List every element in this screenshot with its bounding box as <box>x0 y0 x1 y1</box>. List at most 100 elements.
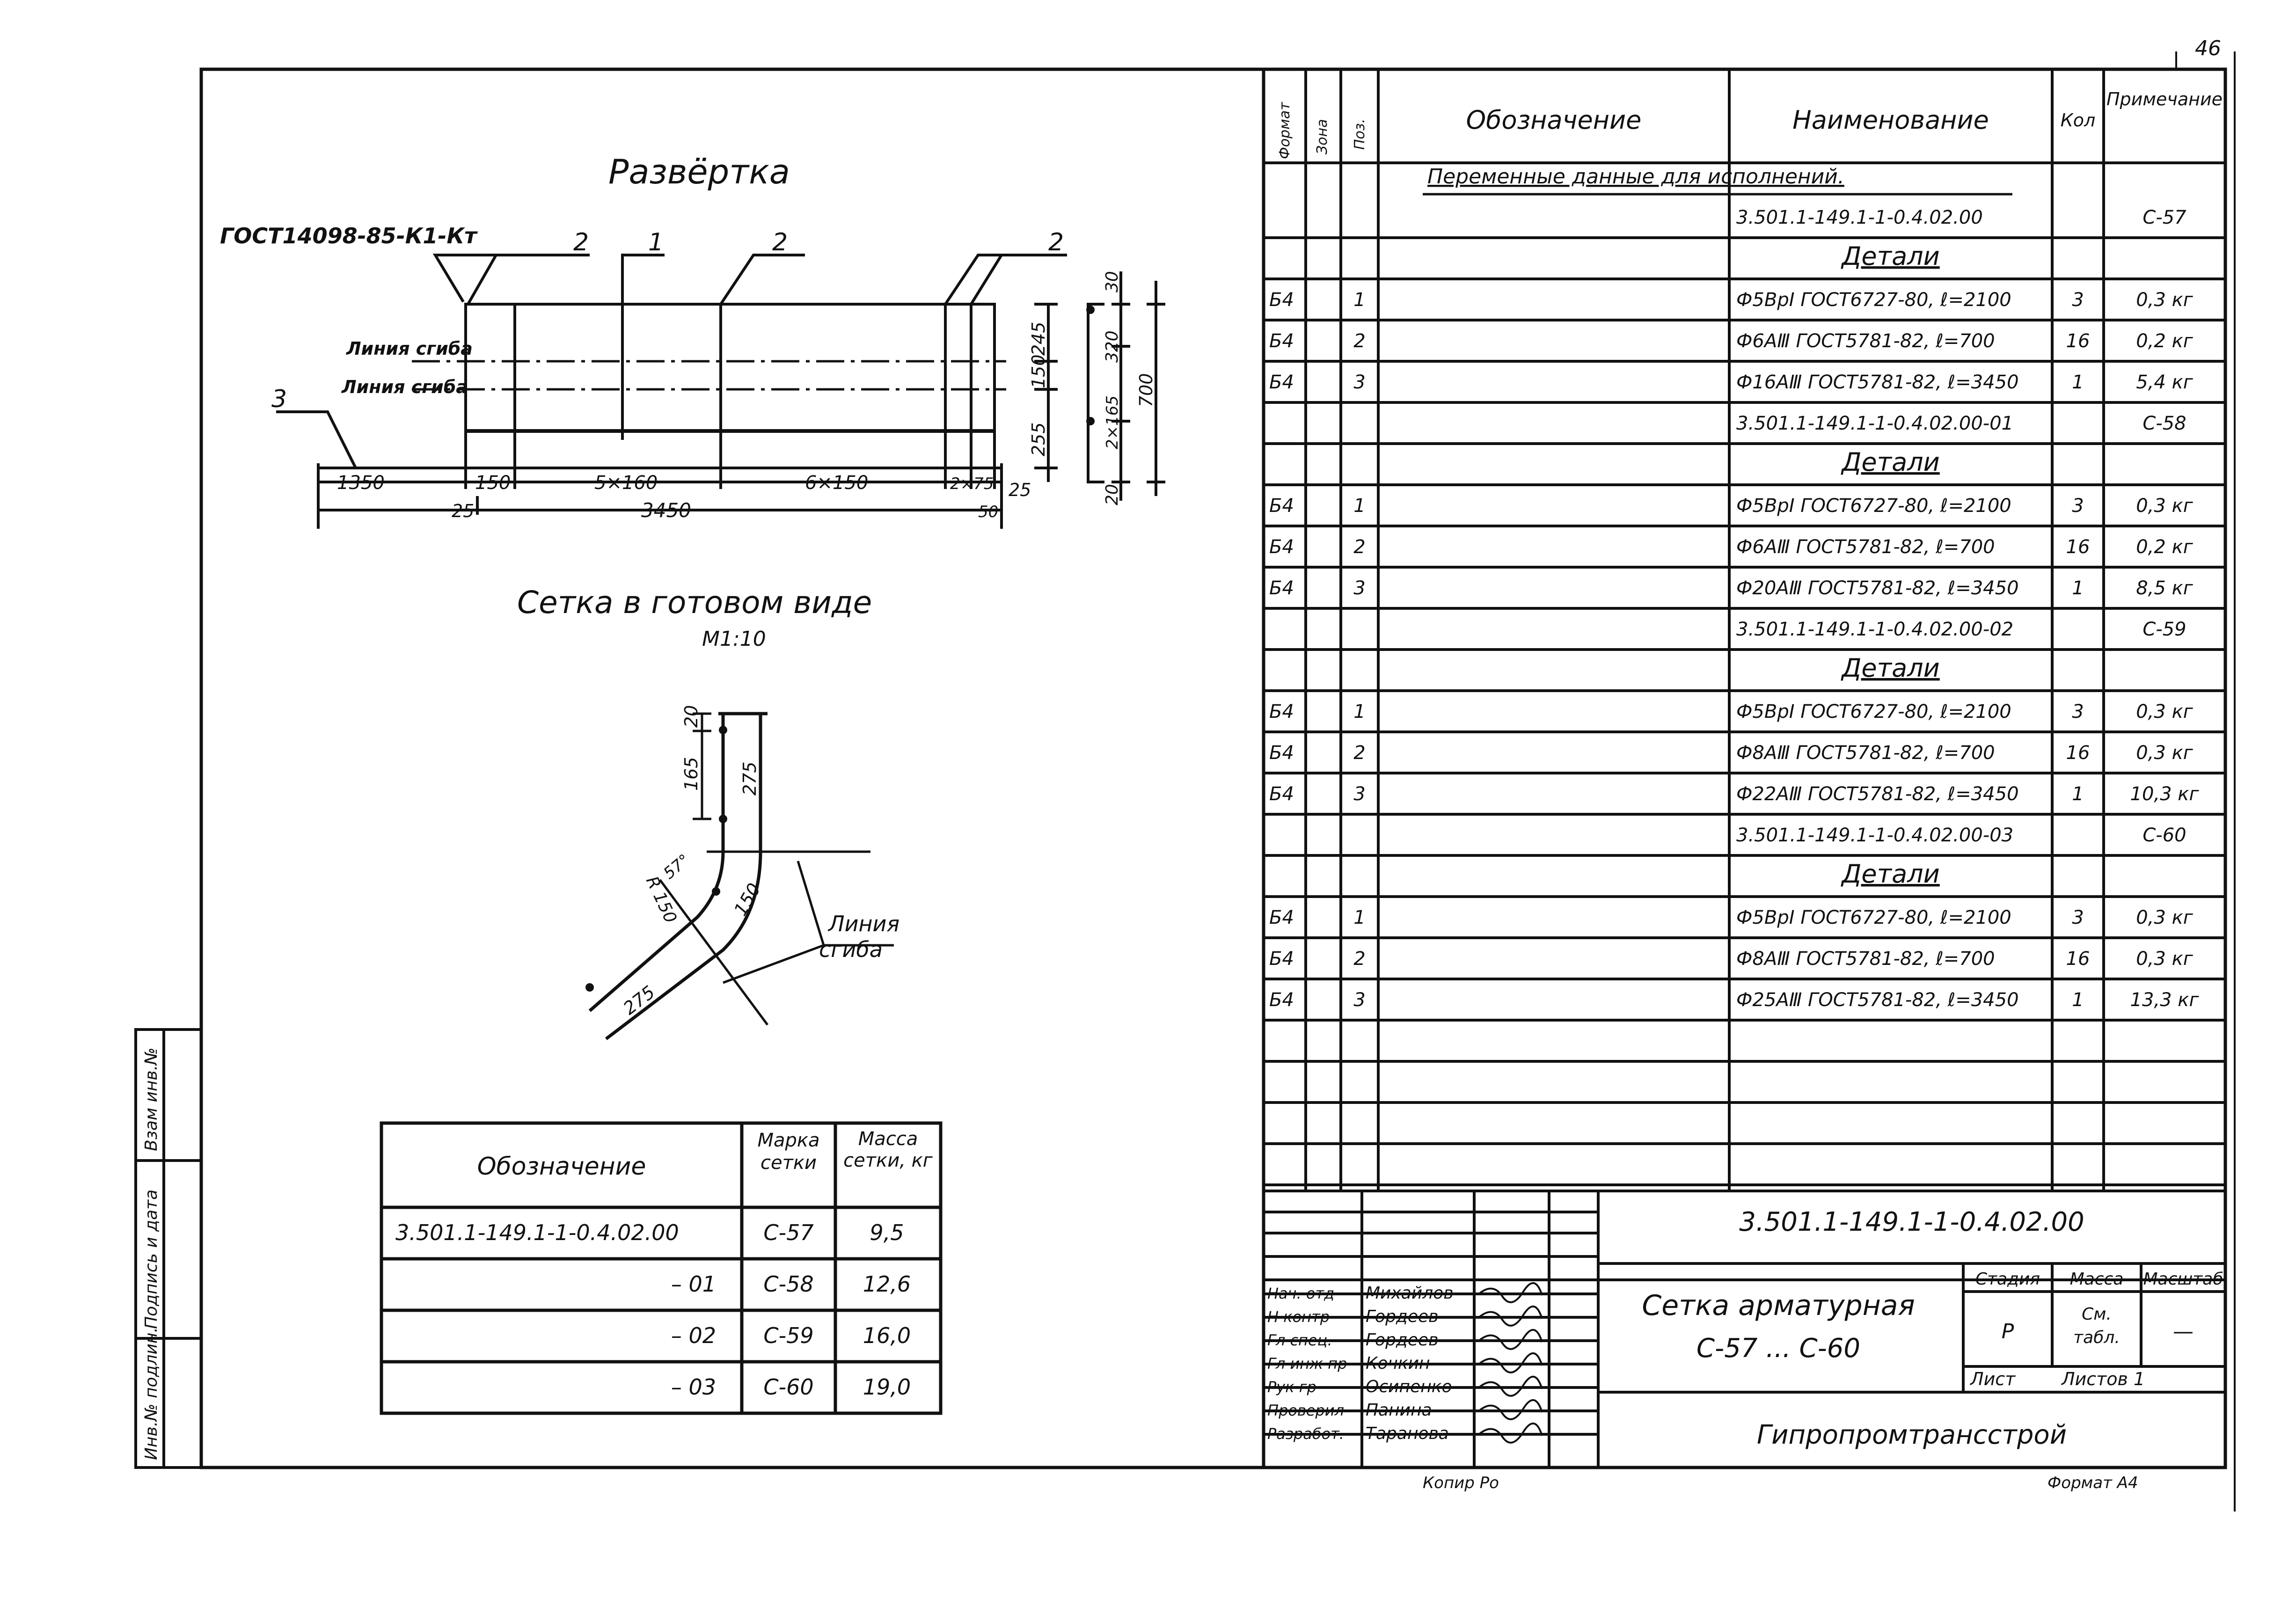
spec-row-pos: 1 <box>1353 289 1365 311</box>
spec-row-pos: 2 <box>1353 536 1365 558</box>
mass-row-0-mark: С-57 <box>763 1220 813 1245</box>
spec-row-name: Ф8АⅢ ГОСТ5781-82, ℓ=700 <box>1736 948 1995 970</box>
spec-row-qty: 3 <box>2072 289 2084 311</box>
spec-row-note: 8,5 кг <box>2136 577 2193 599</box>
spec-row-format: Б4 <box>1269 330 1294 352</box>
spec-row-note: 0,2 кг <box>2136 536 2193 558</box>
section-bar-dot-1 <box>1086 306 1095 314</box>
spec-row-note: 0,3 кг <box>2136 948 2193 970</box>
mass-table-grid <box>380 1121 943 1415</box>
spec-row-name: 3.501.1-149.1-1-0.4.02.00-03 <box>1736 825 2013 846</box>
finished-bend-line-2: сгиба <box>819 937 883 962</box>
spec-row-heading: Детали <box>1841 653 1940 683</box>
finished-dim-275-top: 275 <box>739 761 760 796</box>
signature <box>1478 1329 1543 1350</box>
section-dim-20: 20 <box>1103 484 1122 505</box>
signature <box>1478 1422 1543 1444</box>
spec-row-name: Ф8АⅢ ГОСТ5781-82, ℓ=700 <box>1736 742 1995 764</box>
spec-row-format: Б4 <box>1269 948 1294 970</box>
signature <box>1478 1375 1543 1397</box>
spec-row-name: Ф5ВрI ГОСТ6727-80, ℓ=2100 <box>1736 289 2011 311</box>
mass-row-3-designation: – 03 <box>671 1374 716 1400</box>
dim-150v: 150 <box>1028 354 1049 388</box>
spec-row-qty: 1 <box>2072 372 2084 393</box>
spec-row-format: Б4 <box>1269 577 1294 599</box>
spec-row-name: Ф20АⅢ ГОСТ5781-82, ℓ=3450 <box>1736 577 2019 599</box>
spec-row-name: Ф16АⅢ ГОСТ5781-82, ℓ=3450 <box>1736 372 2019 393</box>
spec-row-format: Б4 <box>1269 372 1294 393</box>
signature <box>1478 1282 1543 1303</box>
pos-2-left: 2 <box>573 228 589 256</box>
spec-header-designation: Обозначение <box>1466 105 1642 135</box>
spec-row-format: Б4 <box>1269 907 1294 928</box>
spec-row-qty: 16 <box>2066 948 2090 970</box>
spec-row-format: Б4 <box>1269 701 1294 723</box>
dim-25-left: 25 <box>452 501 474 521</box>
spec-row-heading: Детали <box>1841 241 1940 271</box>
spec-table-grid <box>1264 69 2225 1192</box>
dim-1350: 1350 <box>337 472 385 494</box>
doc-code: 3.501.1-149.1-1-0.4.02.00 <box>1739 1207 2084 1237</box>
spec-row-note: 0,3 кг <box>2136 495 2193 517</box>
spec-header-format: Формат <box>1277 102 1293 159</box>
mass-row-1-mass: 12,6 <box>863 1271 911 1297</box>
razvertka-labels: ГОСТ14098-85-К1-Кт 2 1 2 2 3 Линия сгиба… <box>220 223 1064 522</box>
spec-row-name: Ф6АⅢ ГОСТ5781-82, ℓ=700 <box>1736 536 1995 558</box>
spec-row-note: С-59 <box>2142 619 2186 640</box>
spec-row-name: Ф22АⅢ ГОСТ5781-82, ℓ=3450 <box>1736 783 2019 805</box>
stage-label: Стадия <box>1975 1270 2040 1289</box>
spec-row-format: Б4 <box>1269 536 1294 558</box>
stage-value: Р <box>2002 1320 2014 1344</box>
spec-row-note: 0,3 кг <box>2136 289 2193 311</box>
mass-row-2-mark: С-59 <box>763 1323 813 1348</box>
spec-row-format: Б4 <box>1269 289 1294 311</box>
finished-title: Сетка в готовом виде <box>517 584 872 621</box>
spec-row-pos: 3 <box>1353 577 1365 599</box>
section-dim-700: 700 <box>1136 373 1156 407</box>
pos-3: 3 <box>271 385 287 413</box>
spec-row-name: Ф5ВрI ГОСТ6727-80, ℓ=2100 <box>1736 495 2011 517</box>
role-person: Панина <box>1366 1401 1432 1420</box>
spec-row-name: Ф25АⅢ ГОСТ5781-82, ℓ=3450 <box>1736 989 2019 1011</box>
spec-row-qty: 1 <box>2072 577 2084 599</box>
spec-row-pos: 2 <box>1353 330 1365 352</box>
spec-row-note: С-57 <box>2142 207 2186 228</box>
scale-label: Масштаб <box>2143 1270 2223 1289</box>
spec-row-qty: 3 <box>2072 907 2084 928</box>
role-label: Нач. отд <box>1267 1285 1334 1302</box>
sheet-label: Лист <box>1969 1369 2016 1389</box>
finished-profile <box>588 712 894 1040</box>
finished-dim-57: 57° <box>660 851 694 883</box>
org-name: Гипропромтрансстрой <box>1757 1420 2067 1450</box>
spec-row-note: С-60 <box>2142 825 2186 846</box>
title-block-grid <box>1262 1191 2225 1468</box>
role-label: Проверил <box>1267 1402 1344 1419</box>
signature <box>1478 1352 1543 1373</box>
footer-format: Формат А4 <box>2047 1474 2138 1492</box>
spec-row-qty: 3 <box>2072 701 2084 723</box>
role-person: Гордеев <box>1366 1307 1438 1326</box>
finished-scale: М1:10 <box>702 627 766 651</box>
footer-copied: Копир Ро <box>1423 1474 1499 1492</box>
signature <box>1478 1305 1543 1327</box>
spec-row-note: 0,3 кг <box>2136 907 2193 928</box>
finished-dim-165: 165 <box>681 757 702 791</box>
spec-row-format: Б4 <box>1269 495 1294 517</box>
role-person: Гордеев <box>1366 1330 1438 1350</box>
spec-row-name: 3.501.1-149.1-1-0.4.02.00-01 <box>1736 413 2013 434</box>
spec-header-note: Примечание <box>2106 89 2223 110</box>
sheets-label: Листов 1 <box>2061 1369 2145 1389</box>
mass-row-2-designation: – 02 <box>671 1323 716 1348</box>
gost-label: ГОСТ14098-85-К1-Кт <box>220 223 478 248</box>
dim-6x150: 6×150 <box>805 472 868 494</box>
mass-label: Масса <box>2070 1270 2124 1289</box>
mass-table-header-designation: Обозначение <box>477 1153 646 1181</box>
section-view <box>1087 271 1165 501</box>
spec-row-name: 3.501.1-149.1-1-0.4.02.00-02 <box>1736 619 2013 640</box>
spec-row-qty: 1 <box>2072 783 2084 805</box>
spec-row-pos: 1 <box>1353 495 1365 517</box>
scale-value: — <box>2173 1320 2194 1344</box>
mass-row-0-mass: 9,5 <box>870 1220 904 1245</box>
spec-row-pos: 2 <box>1353 742 1365 764</box>
